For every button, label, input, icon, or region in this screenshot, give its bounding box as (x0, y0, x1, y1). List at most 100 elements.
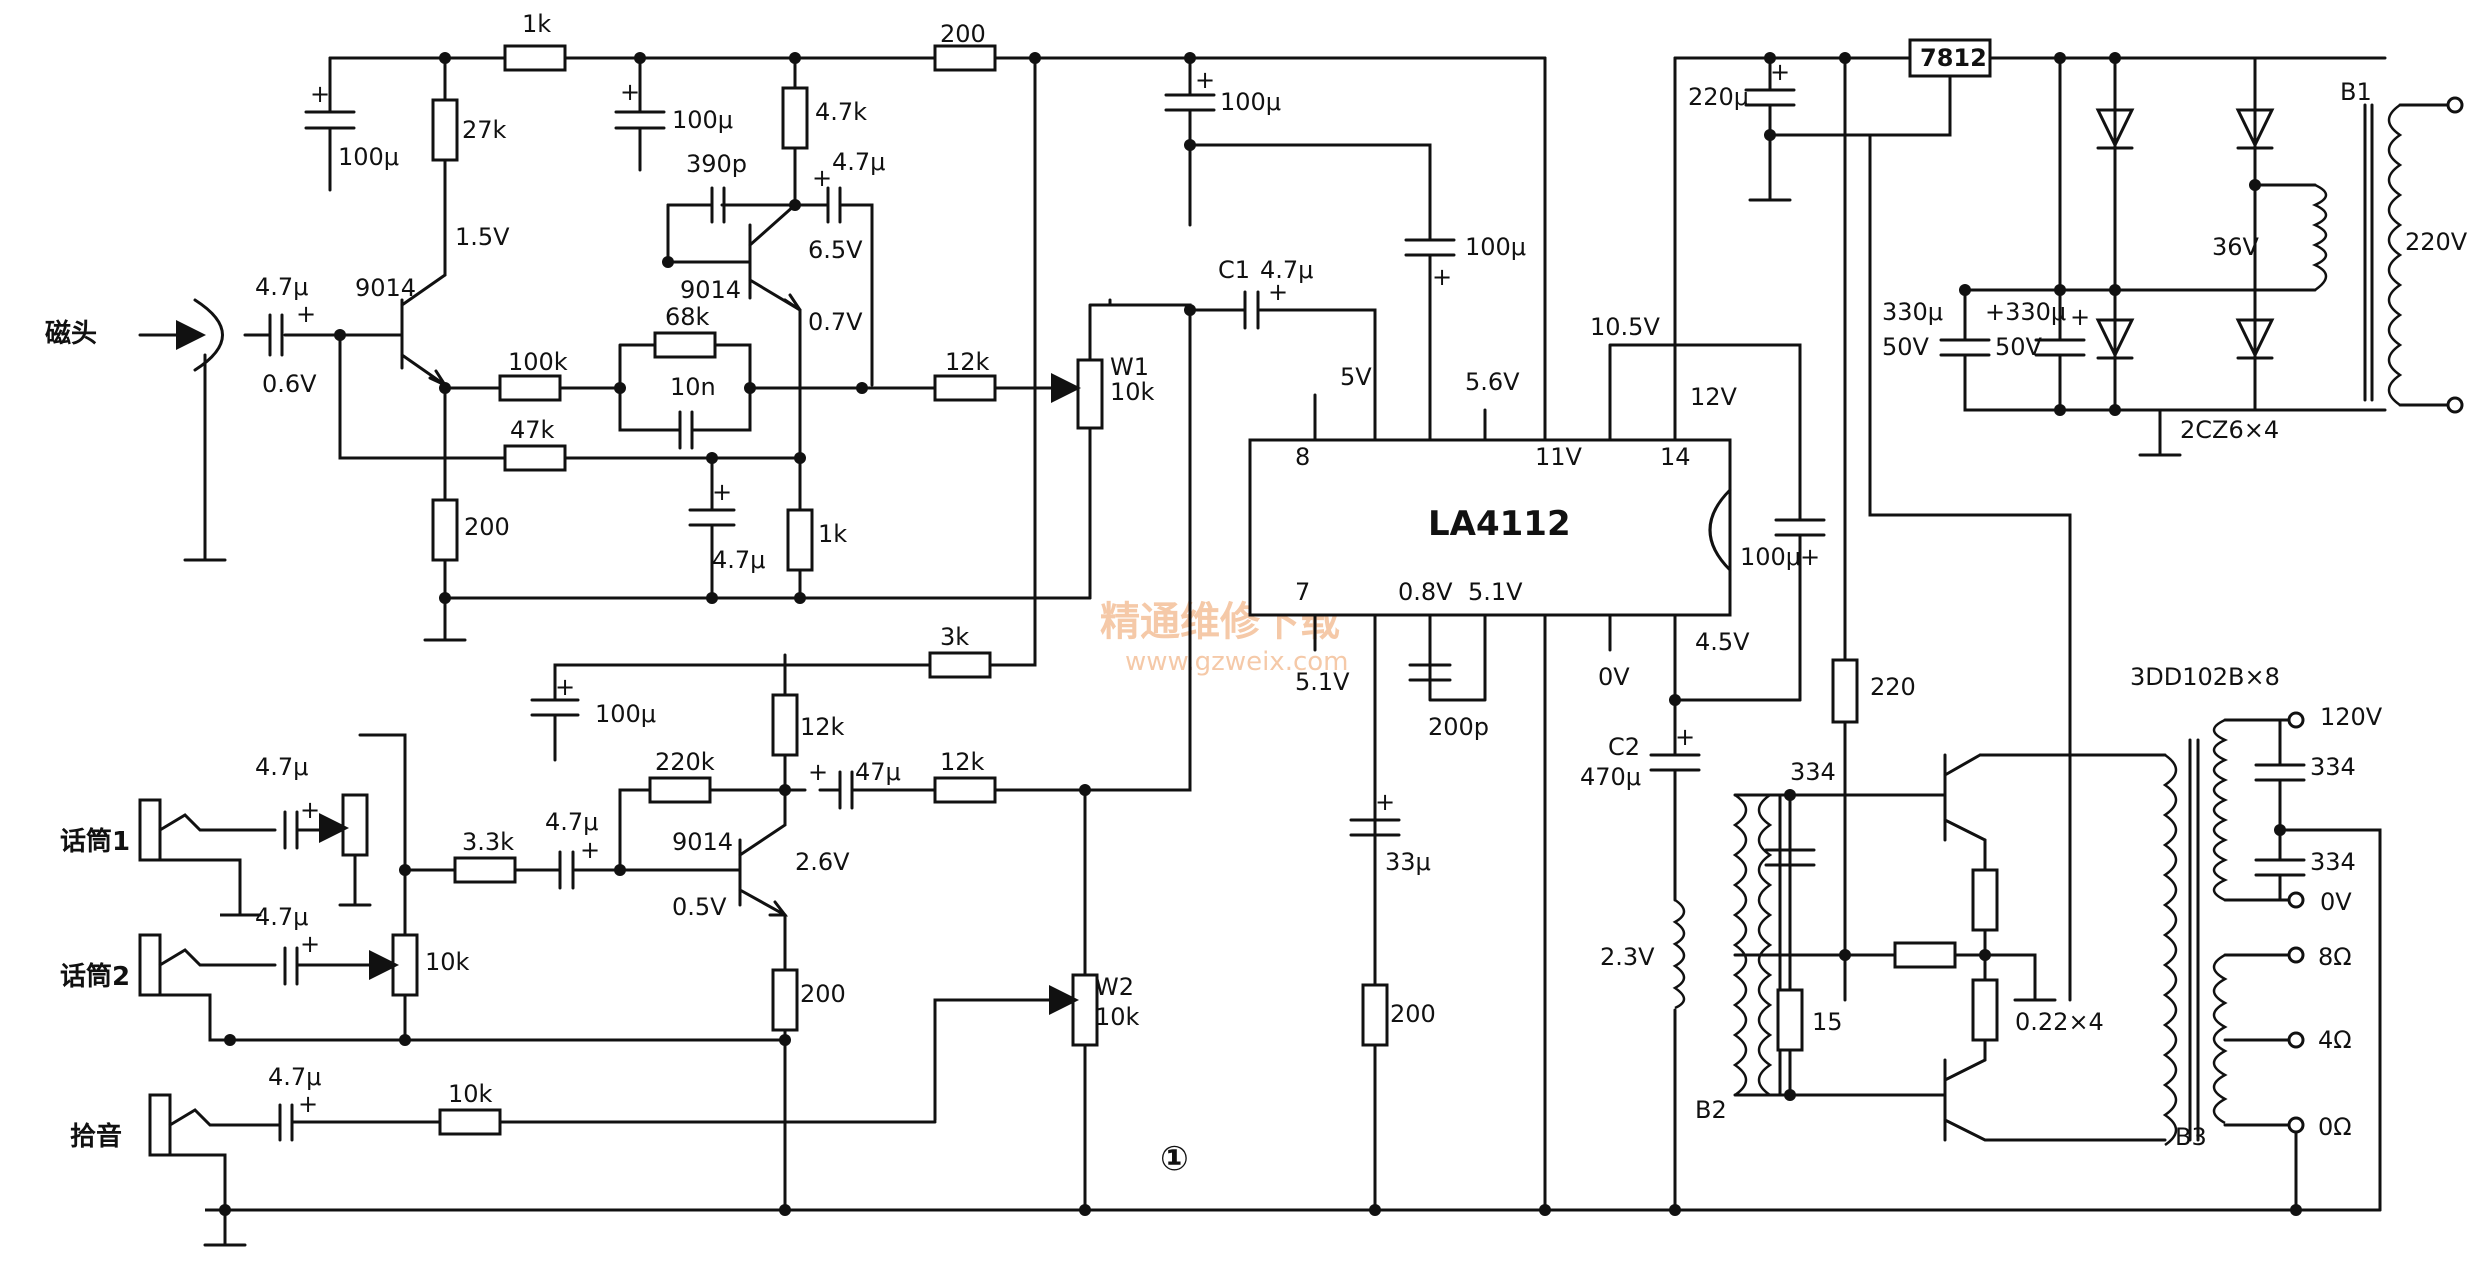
ic-name: LA4112 (1428, 504, 1571, 544)
svg-text:C2: C2 (1608, 733, 1640, 761)
svg-text:334: 334 (2310, 848, 2356, 876)
svg-text:7: 7 (1295, 578, 1310, 606)
svg-text:47μ: 47μ (855, 758, 901, 786)
svg-text:0.7V: 0.7V (808, 308, 863, 336)
svg-text:100μ: 100μ (1220, 88, 1281, 116)
svg-text:7812: 7812 (1920, 44, 1987, 72)
svg-text:+: + (580, 836, 600, 864)
svg-text:390p: 390p (686, 150, 747, 178)
svg-text:W2: W2 (1095, 973, 1134, 1001)
svg-text:220μ: 220μ (1688, 83, 1749, 111)
svg-text:100μ: 100μ (1465, 233, 1526, 261)
svg-text:47k: 47k (510, 416, 555, 444)
svg-text:11V: 11V (1535, 443, 1583, 471)
svg-text:8: 8 (1295, 443, 1310, 471)
svg-text:+: + (808, 758, 828, 786)
svg-text:B1: B1 (2340, 78, 2372, 106)
svg-text:9014: 9014 (680, 276, 741, 304)
svg-text:www.gzweix.com: www.gzweix.com (1125, 647, 1349, 677)
svg-text:14: 14 (1660, 443, 1691, 471)
svg-text:100μ: 100μ (338, 143, 399, 171)
svg-text:68k: 68k (665, 303, 710, 331)
svg-text:2.6V: 2.6V (795, 848, 850, 876)
svg-text:200: 200 (1390, 1000, 1436, 1028)
svg-text:0.6V: 0.6V (262, 370, 317, 398)
svg-text:100μ: 100μ (595, 700, 656, 728)
svg-text:4.7μ: 4.7μ (832, 148, 885, 176)
svg-text:4.7μ: 4.7μ (255, 273, 308, 301)
potentiometer-w1 (1076, 358, 1104, 430)
svg-text:100k: 100k (508, 348, 568, 376)
label-mic2: 话筒2 (60, 961, 130, 992)
svg-text:12V: 12V (1690, 383, 1738, 411)
svg-text:+330μ: +330μ (1985, 298, 2066, 326)
svg-text:5.6V: 5.6V (1465, 368, 1520, 396)
mic-mixer-section: 12k 话筒1 + 4.7μ 话筒2 + 4.7μ 10k 3.3k + 4. (60, 653, 2382, 1247)
figure-number: ① (1160, 1139, 1189, 1179)
svg-text:4Ω: 4Ω (2318, 1026, 2352, 1054)
head-input-icon (138, 298, 227, 562)
svg-text:200p: 200p (1428, 713, 1489, 741)
svg-text:4.7μ: 4.7μ (255, 753, 308, 781)
pickup-jack-icon (148, 1093, 282, 1212)
svg-text:1k: 1k (522, 10, 551, 38)
svg-text:4.7μ: 4.7μ (1260, 256, 1313, 284)
svg-text:200: 200 (464, 513, 510, 541)
svg-text:0.5V: 0.5V (672, 893, 727, 921)
svg-text:+: + (1375, 788, 1395, 816)
svg-text:+: + (555, 673, 575, 701)
svg-text:+: + (1800, 543, 1820, 571)
svg-text:12k: 12k (945, 348, 990, 376)
svg-text:27k: 27k (462, 116, 507, 144)
amplifier-ic-section: + 100μ + 100μ + C1 4.7μ LA4112 8 11V 14 … (530, 56, 1826, 1212)
svg-text:0.8V: 0.8V (1398, 578, 1453, 606)
svg-text:3DD102B×8: 3DD102B×8 (2130, 663, 2280, 691)
resistor-200-top (933, 44, 997, 72)
svg-text:W1: W1 (1110, 353, 1149, 381)
svg-text:1k: 1k (818, 520, 847, 548)
svg-text:+: + (296, 300, 316, 328)
svg-text:100μ: 100μ (672, 106, 733, 134)
svg-text:9014: 9014 (355, 274, 416, 302)
svg-text:4.5V: 4.5V (1695, 628, 1750, 656)
svg-text:12k: 12k (800, 713, 845, 741)
svg-text:+: + (620, 78, 640, 106)
svg-text:B3: B3 (2175, 1123, 2207, 1151)
svg-text:10n: 10n (670, 373, 716, 401)
svg-text:5.1V: 5.1V (1295, 668, 1350, 696)
svg-text:4.7μ: 4.7μ (268, 1063, 321, 1091)
svg-text:+: + (1770, 58, 1790, 86)
svg-text:10.5V: 10.5V (1590, 313, 1660, 341)
svg-text:220V: 220V (2405, 228, 2468, 256)
diode-4-icon (2235, 318, 2275, 360)
mic2-jack-icon (138, 933, 442, 1042)
diode-3-icon (2095, 318, 2135, 360)
svg-text:9014: 9014 (672, 828, 733, 856)
svg-text:50V: 50V (1995, 333, 2043, 361)
svg-text:8Ω: 8Ω (2318, 943, 2352, 971)
svg-text:12k: 12k (940, 748, 985, 776)
svg-text:C1: C1 (1218, 256, 1250, 284)
svg-text:220k: 220k (655, 748, 715, 776)
svg-text:2.3V: 2.3V (1600, 943, 1655, 971)
svg-text:0V: 0V (2320, 888, 2352, 916)
svg-text:3k: 3k (940, 623, 969, 651)
ic-la4112 (1248, 438, 1732, 617)
svg-text:+: + (812, 164, 832, 192)
label-pickup: 拾音 (70, 1121, 122, 1152)
power-supply-section: 7812 + 220μ 330μ 50V +330μ 50V + 2CZ6×4 … (1673, 38, 2468, 1002)
svg-text:+: + (298, 1090, 318, 1118)
svg-text:+: + (300, 930, 320, 958)
svg-text:1.5V: 1.5V (455, 223, 510, 251)
svg-text:100μ: 100μ (1740, 543, 1801, 571)
svg-text:+: + (1268, 278, 1288, 306)
svg-text:0Ω: 0Ω (2318, 1113, 2352, 1141)
svg-text:36V: 36V (2212, 233, 2260, 261)
svg-text:4.7μ: 4.7μ (545, 808, 598, 836)
svg-text:120V: 120V (2320, 703, 2383, 731)
preamp-section: 1k 200 + 100μ 27k 1.5V + 100μ 4.7k 390p … (45, 10, 1547, 642)
svg-text:33μ: 33μ (1385, 848, 1431, 876)
svg-text:10k: 10k (1095, 1003, 1140, 1031)
